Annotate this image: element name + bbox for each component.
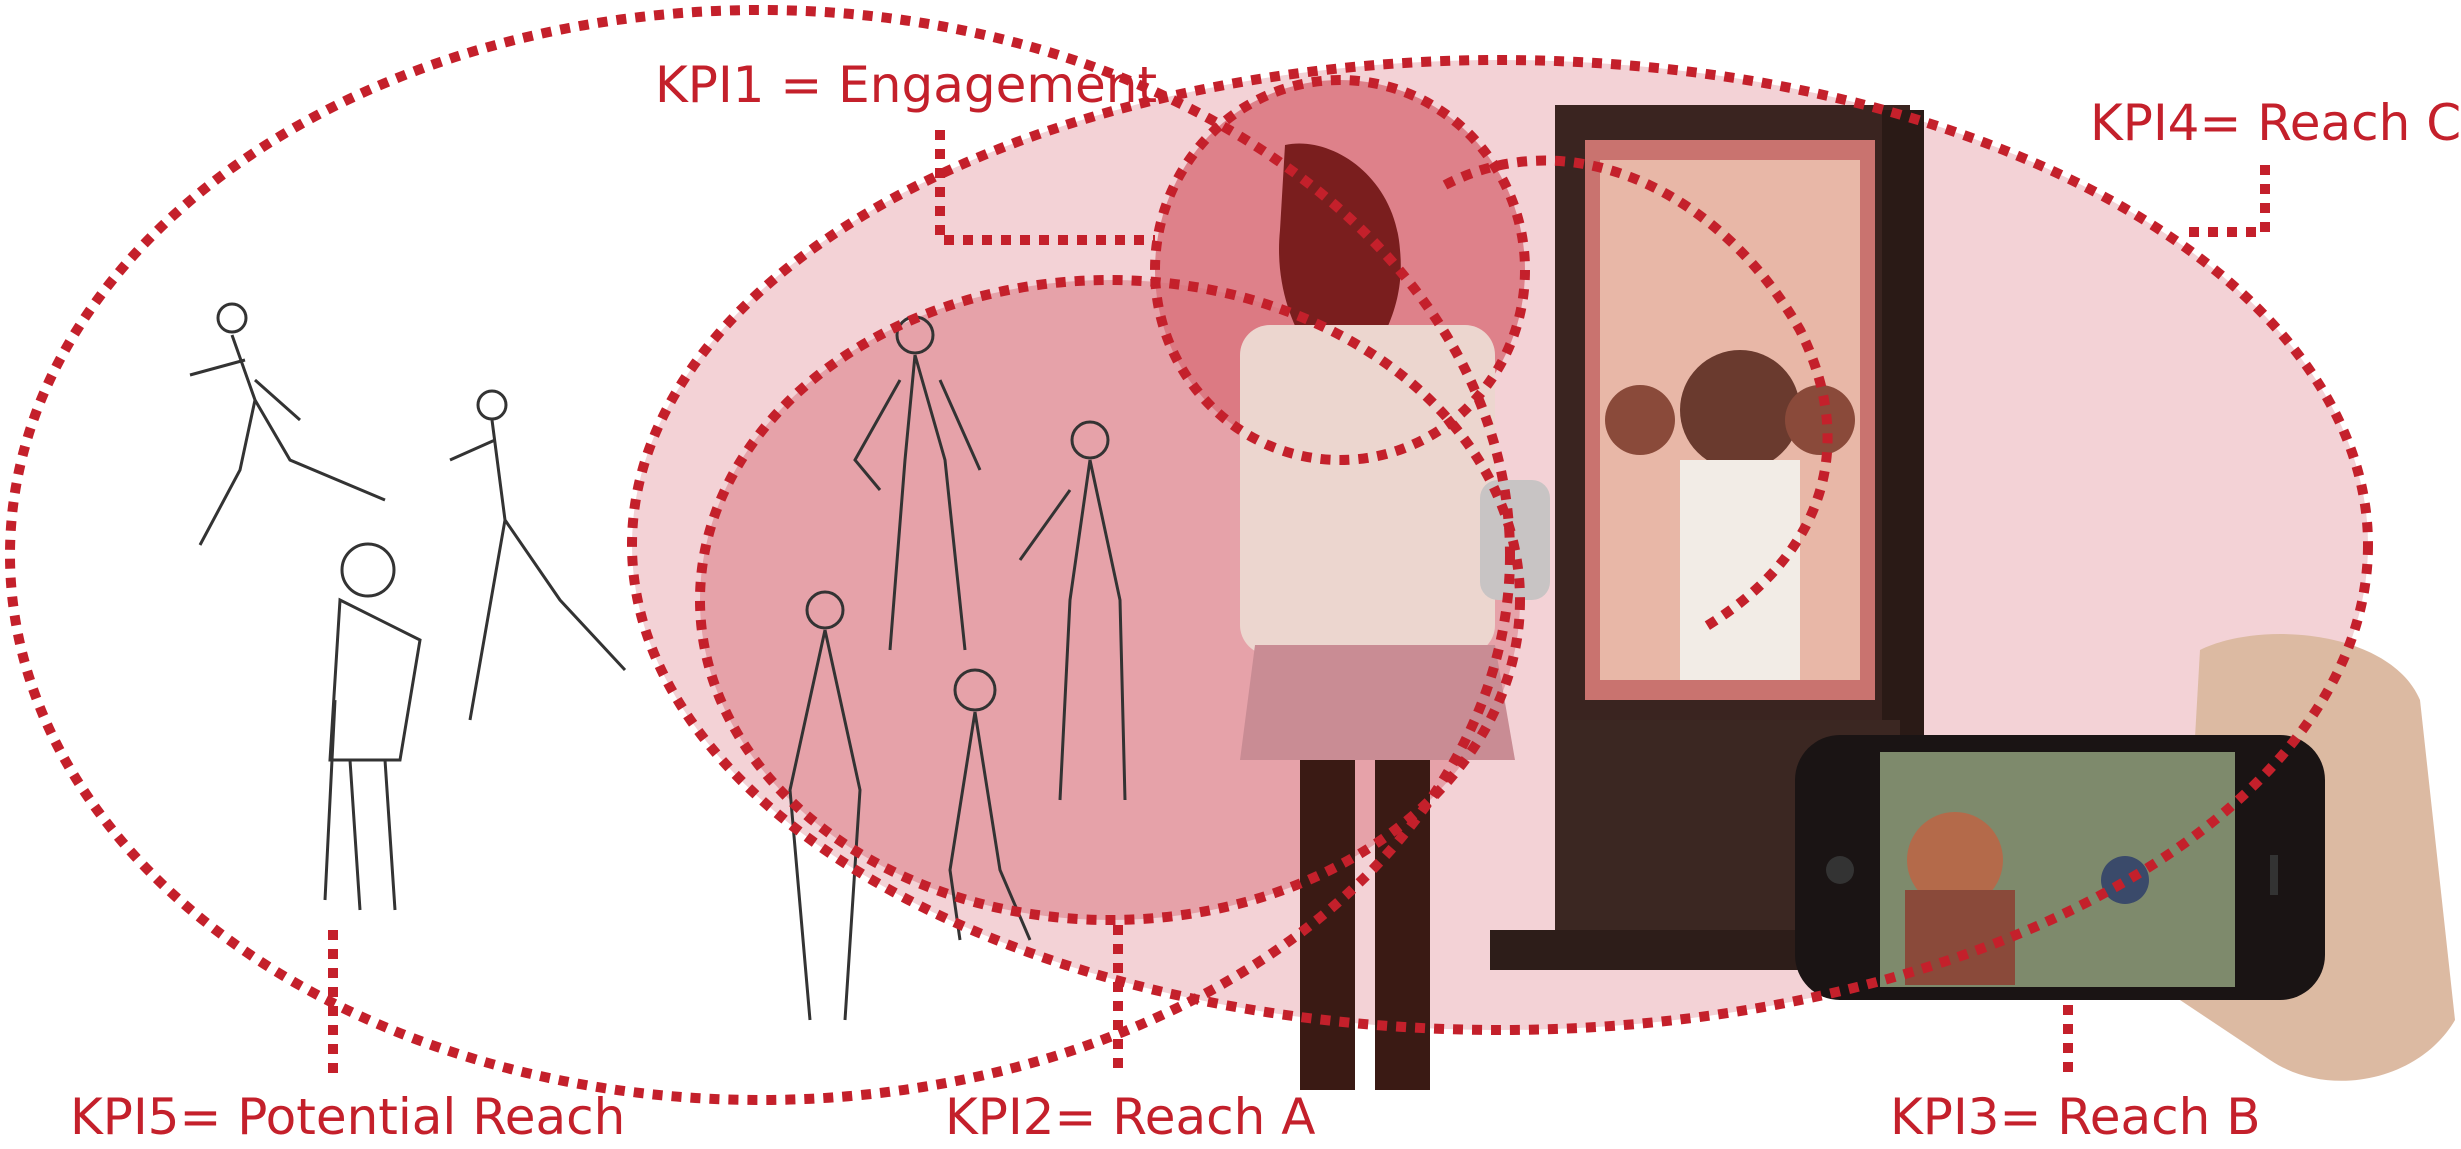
reach-b-outline bbox=[1442, 155, 1833, 635]
reach-a-outline bbox=[695, 275, 1525, 925]
kpi1-label: KPI1 = Engagement bbox=[655, 56, 1158, 114]
kpi4-leader bbox=[2180, 165, 2270, 237]
kpi2-label: KPI2= Reach A bbox=[945, 1088, 1316, 1146]
reach-c-outline bbox=[627, 55, 2373, 1035]
shopper-icon bbox=[1240, 143, 1550, 1090]
kpi1-leader bbox=[935, 130, 1155, 245]
sketch-people-icon bbox=[189, 302, 1127, 1021]
kpi5-label: KPI5= Potential Reach bbox=[70, 1088, 626, 1146]
smartphone-icon bbox=[1795, 634, 2455, 1081]
kpi4-label: KPI4= Reach C bbox=[2090, 94, 2461, 152]
kpi3-label: KPI3= Reach B bbox=[1890, 1088, 2261, 1146]
potential-reach-outline bbox=[5, 5, 1515, 1105]
engagement-outline bbox=[1150, 75, 1530, 465]
